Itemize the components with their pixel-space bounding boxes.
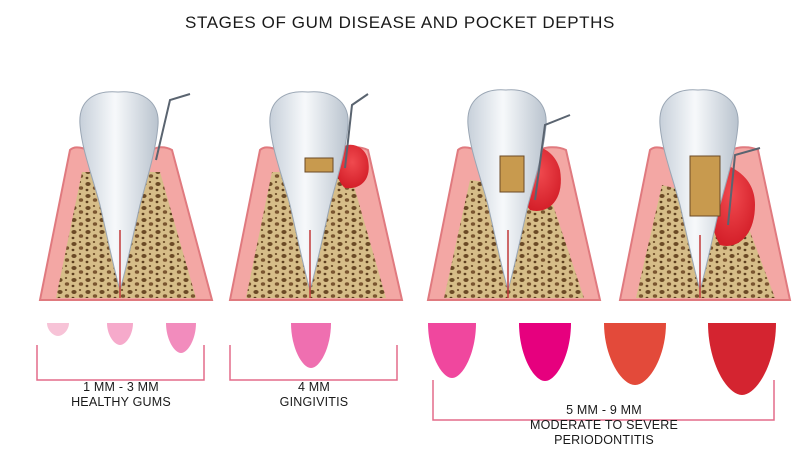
pocket-shape-icon [47, 323, 69, 336]
tooth-diagram-moderate-periodontitis [426, 89, 602, 301]
pocket-shape-icon [519, 323, 571, 381]
pocket-shape-icon [107, 323, 133, 345]
stage-label-gingivitis: 4 MM GINGIVITIS [230, 380, 398, 410]
pocket-depth: 4 MM [297, 380, 331, 394]
tooth-diagram-gingivitis [228, 91, 404, 301]
diagram-title: STAGES OF GUM DISEASE AND POCKET DEPTHS [185, 13, 615, 32]
stage-name: HEALTHY GUMS [71, 395, 171, 409]
stage-name: GINGIVITIS [279, 395, 349, 409]
tooth-icon [269, 91, 349, 292]
pocket-shape-icon [291, 323, 331, 368]
bracket-gingivitis [229, 345, 398, 381]
pocket-shape-icon [166, 323, 196, 353]
tooth-diagram-severe-periodontitis [618, 89, 792, 301]
plaque-deposit [499, 155, 525, 193]
dental-probe-icon [534, 114, 571, 201]
stage-label-healthy: 1 MM - 3 MM HEALTHY GUMS [37, 380, 205, 410]
pocket-shape-icon [604, 323, 666, 385]
pocket-depth: 5 MM - 9 MM [566, 403, 642, 417]
dental-probe-icon [727, 147, 761, 226]
plaque-deposit [689, 155, 721, 217]
stage-label-periodontitis: 5 MM - 9 MM MODERATE TO SEVERE PERIODONT… [433, 403, 775, 448]
pocket-depth-shapes [47, 323, 776, 395]
pocket-shape-icon [708, 323, 776, 395]
stage-name-line-2: PERIODONTITIS [554, 433, 654, 447]
tooth-diagram-healthy [38, 91, 214, 301]
plaque-deposit [304, 157, 334, 173]
dental-probe-icon [344, 93, 369, 169]
stage-name-line-1: MODERATE TO SEVERE [529, 418, 679, 432]
pocket-depth: 1 MM - 3 MM [83, 380, 159, 394]
tooth-icon [79, 91, 159, 292]
inflamed-gum [335, 144, 369, 189]
pocket-shape-icon [428, 323, 476, 378]
bracket-healthy [36, 345, 205, 381]
dental-probe-icon [155, 93, 191, 161]
bracket-periodontitis [432, 380, 775, 421]
